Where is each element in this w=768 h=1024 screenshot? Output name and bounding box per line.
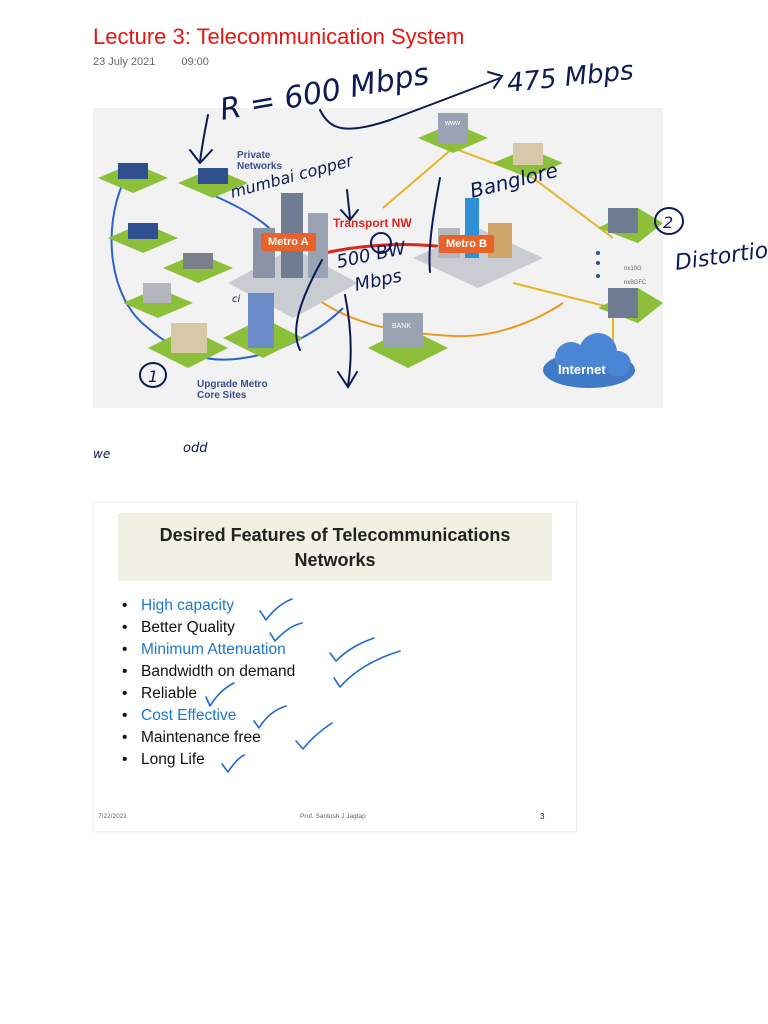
- houses-block-2: [198, 168, 228, 184]
- check-mark-icon: [205, 682, 235, 707]
- check-mark-icon: [329, 637, 375, 662]
- ink-reduced-rate: 475 Mbps: [506, 56, 635, 99]
- check-mark-icon: [259, 598, 293, 621]
- core-site-building: [171, 323, 207, 353]
- ink-arrow-head: [487, 71, 504, 89]
- slide-title: Desired Features of Telecommunications N…: [159, 525, 511, 570]
- factory: [143, 283, 171, 303]
- bank-building: [383, 313, 423, 348]
- www-building: [438, 113, 468, 143]
- lecture-slide: Desired Features of Telecommunications N…: [93, 502, 577, 832]
- datacenter-1: [608, 208, 638, 233]
- slide-header: Desired Features of Telecommunications N…: [118, 513, 552, 581]
- check-marks-layer: [205, 598, 401, 773]
- label-transport-nw: Transport NW: [333, 216, 412, 230]
- datacenter-2: [608, 288, 638, 318]
- bullet-dot: [596, 251, 600, 255]
- slide-footer-author: Prof. Santosh J Jagtap: [300, 813, 366, 820]
- label-link-2: nx8GFC: [624, 280, 647, 286]
- feature-item: Cost Effective: [122, 705, 295, 727]
- feature-item: Reliable: [122, 683, 295, 705]
- houses-block-1: [118, 163, 148, 179]
- ring-link-left: [110, 182, 244, 361]
- ring-link-right: [452, 147, 614, 239]
- check-mark-icon: [269, 622, 303, 642]
- bullet-dot: [596, 261, 600, 265]
- houses-block-3: [128, 223, 158, 239]
- feature-list: High capacityBetter QualityMinimum Atten…: [122, 595, 295, 771]
- feature-item: Better Quality: [122, 617, 295, 639]
- check-mark-icon: [333, 650, 401, 688]
- feature-item: Bandwidth on demand: [122, 661, 295, 683]
- label-metro-a: Metro A: [261, 233, 316, 251]
- feature-item: High capacity: [122, 595, 295, 617]
- feature-item: Maintenance free: [122, 727, 295, 749]
- page-time: 09:00: [181, 56, 209, 68]
- label-bank: BANK: [392, 323, 412, 330]
- check-mark-icon: [221, 754, 245, 773]
- label-internet: Internet: [558, 362, 606, 377]
- page-title: Lecture 3: Telecommunication System: [93, 24, 465, 49]
- feature-item: Minimum Attenuation: [122, 639, 295, 661]
- bullet-dot: [596, 274, 600, 278]
- check-mark-icon: [253, 705, 287, 729]
- label-metro-b: Metro B: [439, 235, 494, 253]
- page-date: 23 July 2021: [93, 56, 156, 68]
- ink-circle-2-number: 2: [663, 213, 673, 232]
- ink-distortion: Distortion: [673, 236, 768, 276]
- label-link-1: nx10G: [624, 266, 642, 272]
- feature-item: Long Life: [122, 749, 295, 771]
- check-mark-icon: [295, 722, 333, 750]
- page-meta: 23 July 2021 09:00: [93, 56, 209, 68]
- ink-note-1: we: [93, 447, 110, 461]
- internet-cloud-icon: [543, 333, 635, 388]
- ring-link-bottom: [302, 287, 564, 338]
- residence: [513, 143, 543, 165]
- tower-building: [248, 293, 274, 348]
- ink-note-2: odd: [183, 441, 208, 456]
- slide-footer-date: 7/22/2021: [98, 813, 127, 820]
- slide-page-number: 3: [540, 812, 545, 821]
- label-www: www: [445, 120, 461, 127]
- network-diagram-art: [98, 113, 663, 388]
- houses-block-4: [183, 253, 213, 269]
- ring-link-upper: [382, 147, 454, 209]
